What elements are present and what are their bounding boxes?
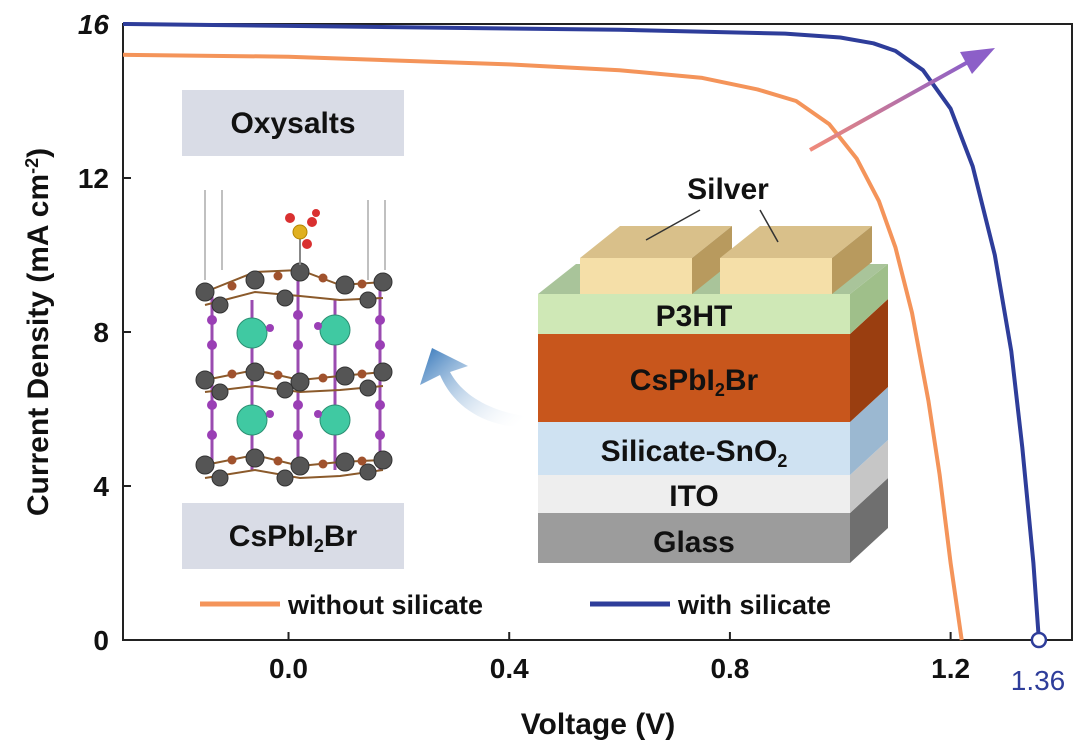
y-ticks: 0 4 8 12 16 xyxy=(78,9,131,656)
x-tick-label: 0.0 xyxy=(269,653,308,684)
improvement-arrowhead-icon xyxy=(960,48,995,74)
x-tick-label: 0.4 xyxy=(490,653,529,684)
legend: without silicate with silicate xyxy=(200,590,831,620)
silver-label: Silver xyxy=(687,173,769,206)
x-tick-label: 1.2 xyxy=(931,653,970,684)
voc-label: 1.36 xyxy=(1011,665,1066,696)
silver-contact-left xyxy=(580,226,732,294)
layer-silicate-label: Silicate-SnO2 xyxy=(601,435,788,471)
y-tick-label: 8 xyxy=(93,317,109,348)
legend-label-with: with silicate xyxy=(677,590,831,620)
y-tick-label: 16 xyxy=(78,9,110,40)
oxysalts-label-box xyxy=(182,90,404,156)
oxysalts-label: Oxysalts xyxy=(230,107,355,140)
voc-marker xyxy=(1030,631,1048,649)
layer-glass-label: Glass xyxy=(653,526,735,559)
x-tick-label: 0.8 xyxy=(710,653,749,684)
layer-perovskite-label: CsPbI2Br xyxy=(630,364,759,400)
device-stack-illustration: Glass ITO Silicate-SnO2 CsPbI2Br P3HT Si… xyxy=(538,173,888,563)
legend-label-without: without silicate xyxy=(287,590,483,620)
series-line-without-silicate xyxy=(122,52,964,641)
y-axis-title: Current Density (mA cm-2) xyxy=(22,148,55,516)
curved-arrow-icon xyxy=(420,348,540,429)
silver-contact-right xyxy=(720,226,872,294)
y-tick-label: 0 xyxy=(93,625,109,656)
crystal-label: CsPbI2Br xyxy=(229,520,358,556)
layer-p3ht-label: P3HT xyxy=(656,300,733,333)
crystal-structure-illustration xyxy=(195,190,393,487)
x-ticks: 0.0 0.4 0.8 1.2 xyxy=(269,632,970,684)
improvement-arrow-icon xyxy=(809,60,969,152)
y-tick-label: 4 xyxy=(93,471,109,502)
series-line-with-silicate xyxy=(122,22,1041,641)
layer-ito-label: ITO xyxy=(669,480,718,513)
crystal-label-box xyxy=(182,503,404,569)
x-axis-title: Voltage (V) xyxy=(521,708,675,741)
oxysalts-inset: Oxysalts xyxy=(182,90,404,569)
y-tick-label: 12 xyxy=(78,163,109,194)
series-layer xyxy=(122,22,1041,641)
